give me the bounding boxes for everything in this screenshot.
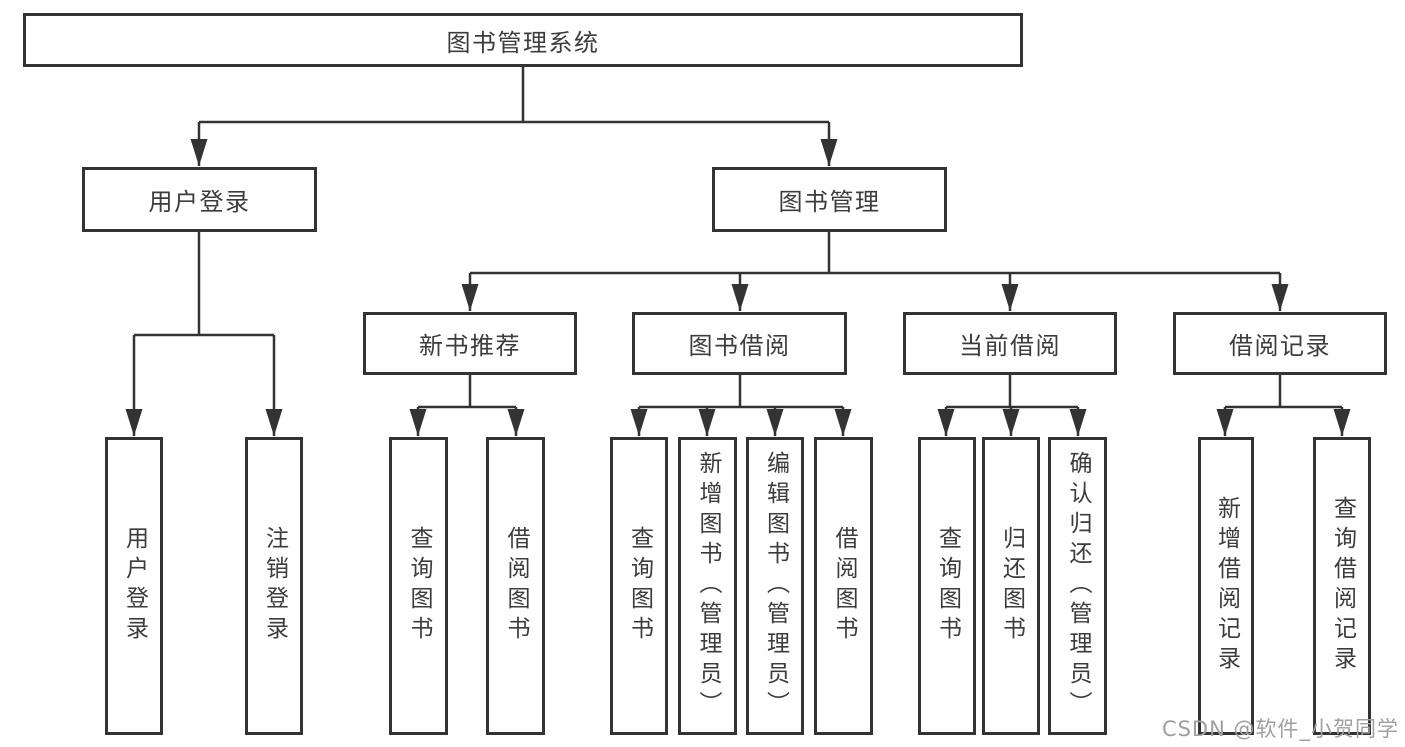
connector-new-book-recommend-children bbox=[409, 375, 525, 436]
node-book-management-label: 图书管理 bbox=[778, 188, 881, 216]
leaf-recommend-borrow-books-label: 借阅图书 bbox=[503, 526, 529, 646]
node-book-borrowing-label: 图书借阅 bbox=[688, 332, 791, 360]
leaf-borrowing-edit-books: 编辑图书（管理员） bbox=[746, 437, 804, 735]
node-book-borrowing: 图书借阅 bbox=[632, 312, 847, 375]
leaf-records-add-record: 新增借阅记录 bbox=[1198, 437, 1254, 735]
leaf-recommend-query-books-label: 查询图书 bbox=[406, 526, 432, 646]
leaf-records-add-record-label: 新增借阅记录 bbox=[1213, 496, 1240, 676]
leaf-recommend-borrow-books: 借阅图书 bbox=[486, 437, 545, 735]
leaf-borrowing-add-books-label: 新增图书（管理员） bbox=[695, 451, 721, 721]
node-root-label: 图书管理系统 bbox=[446, 28, 600, 57]
leaf-records-query-record: 查询借阅记录 bbox=[1313, 437, 1371, 735]
leaf-current-query-books: 查询图书 bbox=[918, 437, 976, 735]
connector-user-login-children bbox=[125, 232, 283, 436]
leaf-current-confirm-return-label: 确认归还（管理员） bbox=[1065, 451, 1091, 721]
leaf-records-query-record-label: 查询借阅记录 bbox=[1329, 496, 1356, 676]
connector-current-borrowing-children bbox=[937, 375, 1087, 436]
leaf-borrowing-borrow-books: 借阅图书 bbox=[814, 437, 873, 735]
leaf-borrowing-edit-books-label: 编辑图书（管理员） bbox=[762, 451, 789, 721]
node-book-management: 图书管理 bbox=[712, 167, 947, 232]
node-user-login-label: 用户登录 bbox=[148, 188, 251, 216]
leaf-current-query-books-label: 查询图书 bbox=[934, 526, 961, 646]
node-current-borrowing: 当前借阅 bbox=[903, 312, 1117, 375]
node-user-login: 用户登录 bbox=[82, 167, 317, 232]
leaf-current-return-books: 归还图书 bbox=[982, 437, 1040, 735]
connector-book-management-children bbox=[461, 232, 1289, 311]
csdn-watermark: CSDN @软件_小贺同学 bbox=[1161, 717, 1399, 741]
leaf-user-login-label: 用户登录 bbox=[121, 526, 148, 646]
node-root: 图书管理系统 bbox=[23, 13, 1023, 67]
connector-root-to-level2 bbox=[190, 66, 838, 166]
leaf-user-login: 用户登录 bbox=[105, 437, 163, 735]
leaf-recommend-query-books: 查询图书 bbox=[389, 437, 448, 735]
leaf-current-confirm-return: 确认归还（管理员） bbox=[1048, 437, 1107, 735]
connector-borrowing-records-children bbox=[1216, 375, 1351, 436]
leaf-borrowing-query-books-label: 查询图书 bbox=[626, 526, 653, 646]
leaf-logout-label: 注销登录 bbox=[261, 526, 288, 646]
node-borrowing-records: 借阅记录 bbox=[1173, 312, 1387, 375]
connector-book-borrowing-children bbox=[630, 375, 852, 436]
node-new-book-recommend-label: 新书推荐 bbox=[419, 332, 521, 360]
leaf-current-return-books-label: 归还图书 bbox=[998, 526, 1025, 646]
leaf-borrowing-query-books: 查询图书 bbox=[610, 437, 668, 735]
node-current-borrowing-label: 当前借阅 bbox=[959, 332, 1061, 360]
node-borrowing-records-label: 借阅记录 bbox=[1229, 332, 1331, 360]
leaf-borrowing-add-books: 新增图书（管理员） bbox=[678, 437, 737, 735]
node-new-book-recommend: 新书推荐 bbox=[363, 312, 577, 375]
leaf-borrowing-borrow-books-label: 借阅图书 bbox=[831, 526, 857, 646]
leaf-logout: 注销登录 bbox=[245, 437, 303, 735]
